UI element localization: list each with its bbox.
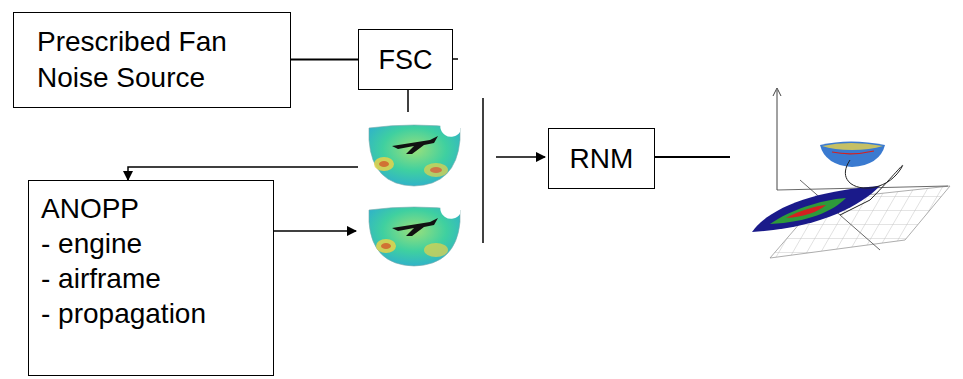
process-box: FSC	[358, 29, 453, 90]
box-title: Prescribed Fan Noise Source	[37, 24, 267, 96]
box-title: ANOPP	[41, 191, 139, 226]
list-item: - engine	[41, 226, 142, 261]
box-title: RNM	[570, 143, 634, 175]
connector-line	[291, 59, 358, 61]
flow-arrow	[496, 156, 545, 158]
flow-arrow	[128, 167, 358, 180]
list-item: - airframe	[41, 261, 161, 296]
process-box: ANOPP- engine- airframe- propagation	[28, 180, 274, 376]
flow-arrow	[274, 230, 356, 232]
hemisphere-plot	[366, 196, 462, 268]
list-item: - propagation	[41, 296, 206, 331]
noise-footprint-plot	[740, 86, 962, 258]
merge-bar	[482, 98, 484, 243]
hemisphere-plot	[366, 112, 462, 188]
process-box: RNM	[548, 128, 655, 189]
wire	[655, 156, 730, 158]
box-title: FSC	[379, 44, 433, 76]
process-box: Prescribed Fan Noise Source	[13, 12, 291, 108]
